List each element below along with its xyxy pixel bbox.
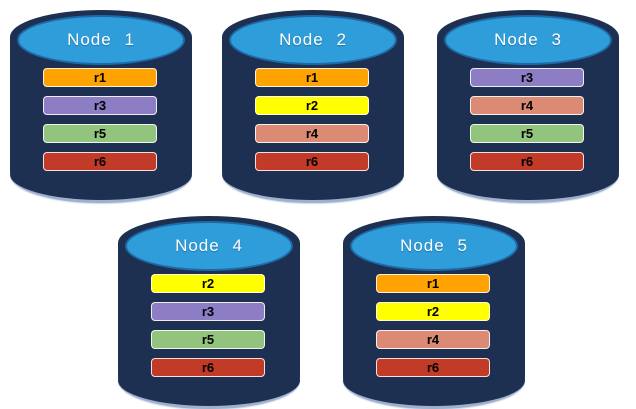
node-cylinder-4: Node 4 r2 r3 r5 r6 (118, 216, 300, 409)
node-title: Node 3 (494, 30, 562, 49)
replica-bar: r5 (43, 124, 157, 143)
replica-bar: r5 (151, 330, 265, 349)
replica-bar: r4 (255, 124, 369, 143)
node-cylinder-5: Node 5 r1 r2 r4 r6 (343, 216, 525, 409)
replica-bar: r6 (43, 152, 157, 171)
replica-bar: r3 (43, 96, 157, 115)
node-cylinder-1: Node 1 r1 r3 r5 r6 (10, 10, 192, 203)
cylinder-top-face: Node 1 (17, 15, 185, 65)
node-title: Node 2 (279, 30, 347, 49)
node-title: Node 1 (67, 30, 135, 49)
replica-bar: r3 (151, 302, 265, 321)
replica-bar: r2 (376, 302, 490, 321)
replica-bar: r2 (255, 96, 369, 115)
replica-bar: r4 (376, 330, 490, 349)
node-cylinder-2: Node 2 r1 r2 r4 r6 (222, 10, 404, 203)
replica-list: r3 r4 r5 r6 (470, 68, 584, 180)
node-title: Node 4 (175, 236, 243, 255)
cylinder-top-face: Node 5 (350, 221, 518, 271)
replica-bar: r6 (151, 358, 265, 377)
cylinder-top-face: Node 4 (125, 221, 293, 271)
cylinder-top-face: Node 2 (229, 15, 397, 65)
replica-bar: r5 (470, 124, 584, 143)
replica-bar: r1 (255, 68, 369, 87)
replica-bar: r6 (255, 152, 369, 171)
replica-bar: r3 (470, 68, 584, 87)
replica-list: r1 r2 r4 r6 (255, 68, 369, 180)
replica-bar: r1 (43, 68, 157, 87)
replica-bar: r6 (470, 152, 584, 171)
replica-bar: r4 (470, 96, 584, 115)
replica-bar: r6 (376, 358, 490, 377)
replica-list: r2 r3 r5 r6 (151, 274, 265, 386)
node-cylinder-3: Node 3 r3 r4 r5 r6 (437, 10, 619, 203)
replica-list: r1 r2 r4 r6 (376, 274, 490, 386)
replica-bar: r2 (151, 274, 265, 293)
node-title: Node 5 (400, 236, 468, 255)
cylinder-top-face: Node 3 (444, 15, 612, 65)
replica-bar: r1 (376, 274, 490, 293)
replica-list: r1 r3 r5 r6 (43, 68, 157, 180)
